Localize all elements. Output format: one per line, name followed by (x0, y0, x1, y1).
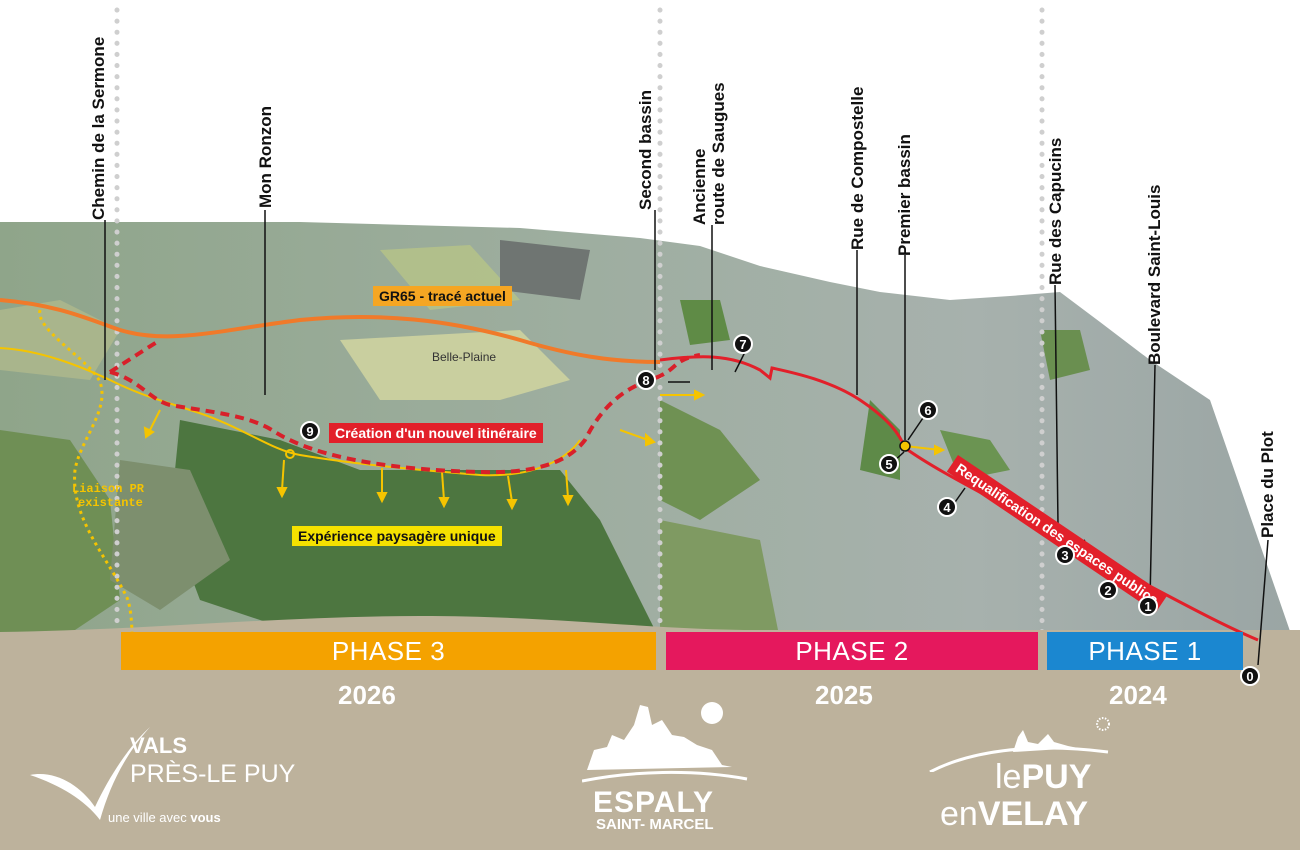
year-phase-1: 2024 (1109, 680, 1167, 710)
marker-7: 7 (733, 334, 753, 354)
phase-separators (114, 7, 1045, 673)
lepuy-velay: VELAY (977, 795, 1089, 833)
label-place-du-plot: Place du Plot (1258, 431, 1277, 538)
belle-plaine-label: Belle-Plaine (432, 350, 497, 364)
year-phase-2: 2025 (815, 680, 873, 710)
experience-tag: Expérience paysagère unique (292, 526, 502, 546)
vals-tagline-a: une ville avec (108, 810, 191, 825)
marker-0: 0 (1240, 666, 1260, 686)
vals-logo-mark (30, 727, 150, 820)
phase-3-bar: PHASE 3 (121, 632, 656, 670)
liaison-path (38, 309, 134, 641)
marker-3: 3 (1055, 545, 1075, 565)
vals-tagline-b: vous (190, 810, 221, 825)
phase-1-bar: PHASE 1 (1047, 632, 1243, 670)
liaison-label: Liaison PR existante (72, 482, 144, 510)
lepuy-logo-line2: enVELAY (940, 795, 1088, 834)
label-premier-bassin: Premier bassin (895, 134, 914, 256)
year-phase-3: 2026 (338, 680, 396, 710)
vals-logo-tagline: une ville avec vous (108, 810, 221, 825)
label-rue-compostelle: Rue de Compostelle (848, 86, 867, 250)
liaison-line2: existante (78, 496, 143, 510)
label-boulevard-saint-louis: Boulevard Saint-Louis (1145, 184, 1164, 365)
lepuy-logo-line1: lePUY (995, 758, 1091, 797)
marker-8: 8 (636, 370, 656, 390)
lepuy-le: le (995, 758, 1022, 796)
vals-logo-line2: PRÈS-LE PUY (130, 760, 296, 788)
marker-1: 1 (1138, 596, 1158, 616)
phase-2-bar: PHASE 2 (666, 632, 1038, 670)
label-chemin-sermone: Chemin de la Sermone (89, 36, 108, 220)
marker-6: 6 (918, 400, 938, 420)
label-ancienne-line1: Ancienne (690, 148, 709, 225)
marker-4: 4 (937, 497, 957, 517)
espaly-logo-line1: ESPALY (593, 786, 715, 819)
espaly-logo-line2: SAINT- MARCEL (596, 816, 714, 833)
label-mon-ronzon: Mon Ronzon (256, 106, 275, 208)
marker-5: 5 (879, 454, 899, 474)
liaison-line1: Liaison PR (72, 482, 145, 496)
lepuy-en: en (940, 795, 978, 833)
new-route-tag: Création d'un nouvel itinéraire (329, 423, 543, 443)
label-ancienne-line2: route de Saugues (709, 82, 728, 225)
label-second-bassin: Second bassin (636, 90, 655, 210)
espaly-logo-mark (582, 702, 748, 783)
label-ancienne-route: Ancienne route de Saugues (690, 82, 728, 225)
lepuy-puy: PUY (1021, 758, 1092, 796)
gr65-route (0, 298, 661, 364)
marker-9: 9 (300, 421, 320, 441)
marker-2: 2 (1098, 580, 1118, 600)
vals-logo-line1: VALS (130, 733, 188, 758)
yellow-arrows (143, 389, 946, 511)
lepuy-logo-mark (929, 717, 1110, 772)
gr65-tag: GR65 - tracé actuel (373, 286, 512, 306)
label-rue-capucins: Rue des Capucins (1046, 137, 1065, 285)
